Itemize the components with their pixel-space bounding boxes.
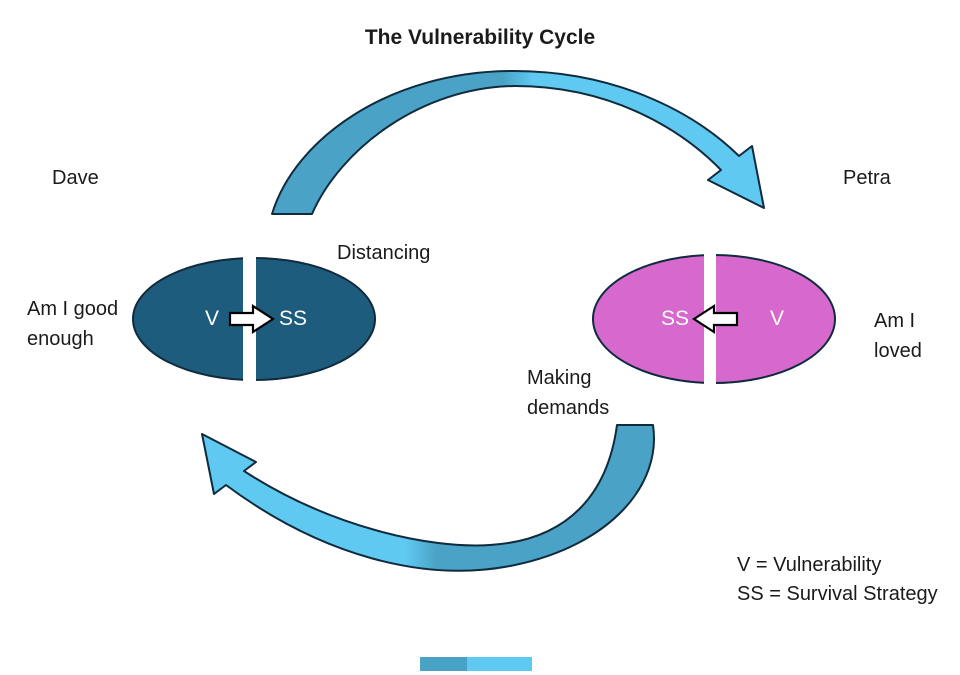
person-name-dave: Dave — [52, 167, 99, 189]
petra-strategy-label: Making demands — [527, 363, 609, 423]
petra-strategy-line1: Making — [527, 367, 592, 389]
person-name-petra: Petra — [843, 167, 891, 189]
diagram-title: The Vulnerability Cycle — [364, 26, 596, 49]
legend-vulnerability: V = Vulnerability — [737, 554, 882, 576]
petra-question-label: Am I loved — [874, 306, 922, 366]
abbreviation-legend: V = Vulnerability SS = Survival Strategy — [737, 551, 938, 609]
petra-question-line2: loved — [874, 340, 922, 362]
petra-ss-label: SS — [660, 307, 689, 330]
dave-v-label: V — [204, 307, 219, 330]
dave-strategy-label: Distancing — [337, 242, 431, 264]
dave-question-line2: enough — [27, 328, 94, 350]
dave-question-line1: Am I good — [27, 298, 119, 320]
petra-v-to-ss-arrow-icon — [691, 303, 739, 335]
dave-question-label: Am I good enough — [27, 294, 118, 354]
dave-v-to-ss-arrow-icon — [228, 303, 276, 335]
dave-ss-label: SS — [278, 307, 307, 330]
petra-question-line1: Am I — [874, 310, 916, 332]
legend-survival-strategy: SS = Survival Strategy — [737, 583, 938, 605]
horizontal-scrollbar-thumb[interactable] — [420, 657, 532, 671]
cycle-arrow-bottom-icon — [201, 424, 655, 572]
cycle-arrow-top-icon — [271, 69, 765, 215]
petra-v-label: V — [769, 307, 784, 330]
petra-strategy-line2: demands — [527, 397, 610, 419]
